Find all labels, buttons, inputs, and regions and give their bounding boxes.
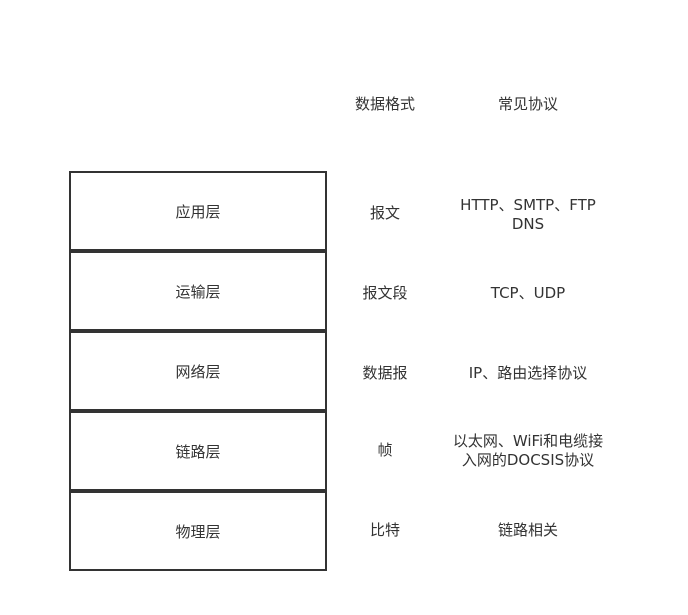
protocol-link: 以太网、WiFi和电缆接入网的DOCSIS协议: [452, 432, 604, 469]
header-data-format: 数据格式: [354, 95, 415, 113]
format-transport: 报文段: [362, 283, 408, 302]
protocol-transport: TCP、UDP: [490, 283, 566, 302]
protocol-application: HTTP、SMTP、FTP DNS: [460, 196, 596, 233]
layer-transport: 运输层: [69, 251, 327, 331]
layer-application: 应用层: [69, 171, 327, 251]
protocol-physical: 链路相关: [497, 520, 558, 539]
format-network: 数据报: [362, 363, 408, 382]
layer-physical: 物理层: [69, 491, 327, 571]
format-physical: 比特: [369, 520, 400, 539]
layer-link: 链路层: [69, 411, 327, 491]
layer-stack: 应用层 运输层 网络层 链路层 物理层: [69, 171, 329, 573]
protocol-network: IP、路由选择协议: [468, 363, 588, 382]
layer-network: 网络层: [69, 331, 327, 411]
format-application: 报文: [369, 203, 400, 222]
format-link: 帧: [377, 440, 393, 459]
header-common-protocols: 常见协议: [497, 95, 558, 113]
